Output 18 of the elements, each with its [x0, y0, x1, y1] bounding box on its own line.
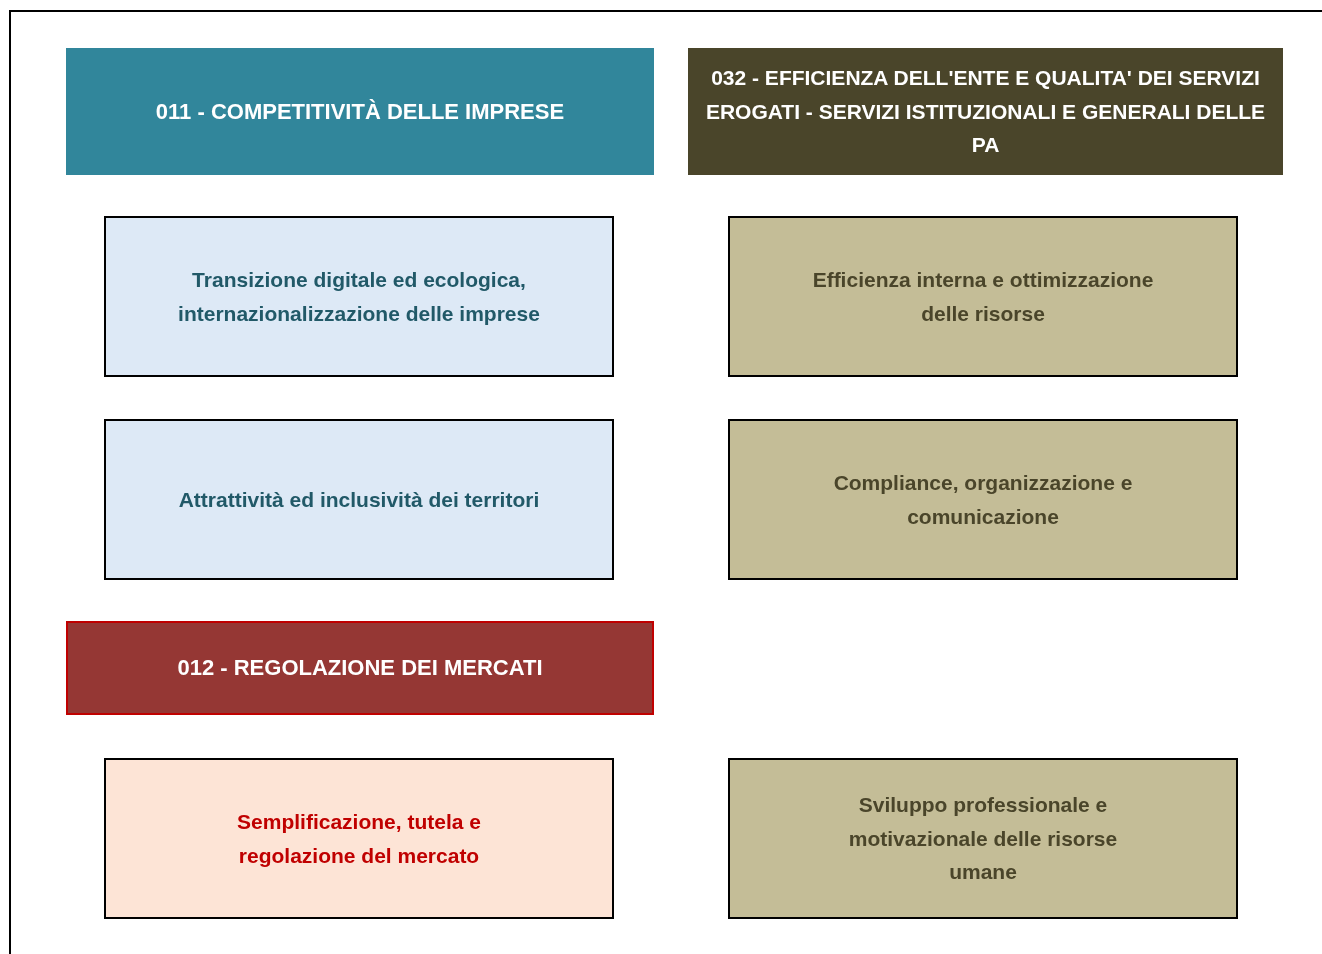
objective-box [728, 758, 1238, 919]
objective-text: Attrattività ed inclusività dei territori [178, 486, 540, 513]
header-banner [66, 621, 654, 715]
heading-text: 011 - COMPETITIVITÀ DELLE IMPRESE [155, 97, 565, 126]
objective-box [728, 216, 1238, 377]
objective-text: Semplificazione, tutela e regolazione del mercato [236, 808, 482, 869]
objective-text: Sviluppo professionale e motivazionale delle risorse umane [847, 792, 1119, 886]
heading-text: 032 - EFFICIENZA DELL'ENTE E QUALITA' DEI SERVIZI EROGATI - SERVIZI ISTITUZIONALI E GENERALI DELLE PA [705, 65, 1266, 159]
objective-text: Transizione digitale ed ecologica, internazionalizzazione delle imprese [177, 266, 541, 327]
objective-box [104, 419, 614, 580]
header-banner [688, 48, 1283, 175]
objective-box [104, 758, 614, 919]
heading-text: 012 - REGOLAZIONE DEI MERCATI [177, 654, 543, 683]
objective-text: Efficienza interna e ottimizzazione delle risorse [811, 266, 1155, 327]
objective-box [104, 216, 614, 377]
objective-text: Compliance, organizzazione e comunicazione [832, 469, 1134, 530]
header-banner [66, 48, 654, 175]
objective-box [728, 419, 1238, 580]
